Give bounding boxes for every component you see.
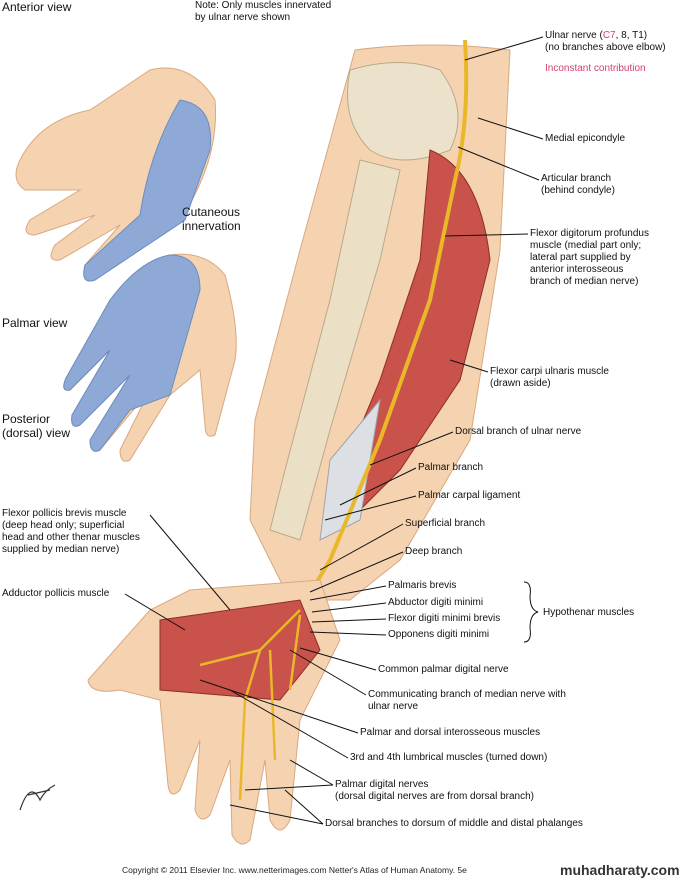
fdp-label-5: branch of median nerve) [530,276,639,287]
note-line1: Note: Only muscles innervated [195,0,332,11]
hand-nerves [199,609,302,801]
common-palmar-label: Common palmar digital nerve [378,664,509,675]
hypothenar-label: Hypothenar muscles [543,607,635,618]
humerus-bone [347,62,459,161]
cutaneous-heading-1: Cutaneous [182,205,241,219]
articular-branch-label-1: Articular branch [541,173,612,184]
fcu-label-1: Flexor carpi ulnaris muscle [490,366,609,377]
communicating-label-2: ulnar nerve [368,701,419,712]
medial-epicondyle-label: Medial epicondyle [545,133,626,144]
radius-bone [269,159,401,541]
fdp-label-4: anterior interosseous [530,264,624,275]
fpb-label-1: Flexor pollicis brevis muscle [2,508,127,519]
netter-signature [19,784,56,811]
anterior-view-heading: Anterior view [2,0,72,14]
palmaris-brevis-label: Palmaris brevis [388,580,457,591]
flexor-dmb-label: Flexor digiti minimi brevis [388,613,501,624]
superficial-branch-label: Superficial branch [405,518,486,529]
communicating-label-1: Communicating branch of median nerve wit… [368,689,566,700]
hypothenar-brace [523,581,539,643]
leader-lines [124,36,544,825]
fdp-label-3: lateral part supplied by [530,252,631,263]
posterior-heading-2: (dorsal) view [2,426,71,440]
fpb-label-3: head and other thenar muscles [2,532,140,543]
ulnar-nerve-roots: , 8, T1) [615,30,648,41]
interosseous-label: Palmar and dorsal interosseous muscles [360,727,541,738]
dorsal-branches-label: Dorsal branches to dorsum of middle and … [325,818,583,829]
copyright-text: Copyright © 2011 Elsevier Inc. www.nette… [122,865,467,875]
palmar-hand-illustration [15,67,217,282]
palmar-carpal-ligament-label: Palmar carpal ligament [418,490,521,501]
palmar-digital-label-2: (dorsal digital nerves are from dorsal b… [335,791,534,802]
dorsal-branch-label: Dorsal branch of ulnar nerve [455,426,582,437]
note-line2: by ulnar nerve shown [195,12,291,23]
lower-hand-illustration [87,579,341,845]
c7-text: C7 [602,30,616,41]
palmar-branch-label: Palmar branch [418,462,484,473]
dorsal-hand-illustration [63,253,237,462]
fdp-label-2: muscle (medial part only; [530,240,642,251]
fpb-label-2: (deep head only; superficial [2,520,125,531]
adductor-pollicis-label: Adductor pollicis muscle [2,588,110,599]
palmar-digital-label-1: Palmar digital nerves [335,779,429,790]
cutaneous-heading-2: innervation [182,219,241,233]
lumbrical-label: 3rd and 4th lumbrical muscles (turned do… [350,752,548,763]
abductor-dm-label: Abductor digiti minimi [388,597,484,608]
palmar-view-heading: Palmar view [2,316,68,330]
ulnar-nerve-label-2: (no branches above elbow) [545,42,666,53]
posterior-heading-1: Posterior [2,412,51,426]
ulnar-nerve [298,39,469,612]
inconstant-contribution: Inconstant contribution [545,63,646,74]
articular-branch-label-2: (behind condyle) [541,185,615,196]
forearm-illustration [249,39,511,612]
opponens-dm-label: Opponens digiti minimi [388,629,490,640]
ulnar-nerve-label: Ulnar nerve (C7, 8, T1) [545,30,647,43]
fdp-label-1: Flexor digitorum profundus [530,228,649,239]
watermark: muhadharaty.com [560,862,680,878]
hand-muscles [159,599,321,701]
fpb-label-4: supplied by median nerve) [2,544,120,555]
deep-branch-label: Deep branch [405,546,463,557]
ulnar-nerve-text: Ulnar nerve ( [545,30,603,41]
fcu-label-2: (drawn aside) [490,378,551,389]
tendons [319,398,381,541]
